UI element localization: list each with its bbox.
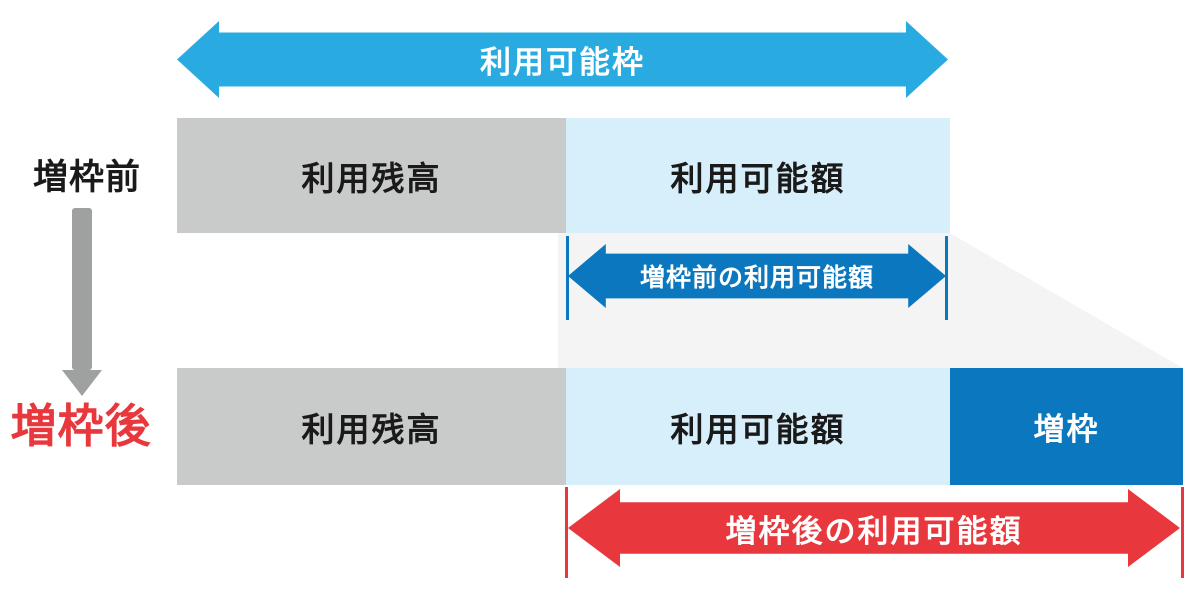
total-limit-arrow: 利用可能枠 bbox=[177, 21, 948, 98]
before-available-arrow-label: 増枠前の利用可能額 bbox=[639, 264, 874, 292]
before-marker-line-right bbox=[945, 236, 948, 320]
before-available-bar: 利用可能額 bbox=[566, 118, 950, 233]
after-marker-line-left bbox=[565, 487, 568, 578]
before-balance-label: 利用残高 bbox=[301, 159, 442, 197]
before-available-arrow: 増枠前の利用可能額 bbox=[568, 244, 946, 308]
after-marker-line-right bbox=[1181, 487, 1184, 578]
increase-bar-label: 増枠 bbox=[1033, 412, 1100, 447]
after-available-label: 利用可能額 bbox=[670, 410, 846, 448]
after-available-arrow: 増枠後の利用可能額 bbox=[568, 489, 1180, 567]
down-arrow-stalk bbox=[72, 208, 92, 370]
increase-bar: 増枠 bbox=[950, 368, 1183, 485]
before-marker-line-left bbox=[566, 236, 569, 320]
after-available-arrow-label: 増枠後の利用可能額 bbox=[725, 513, 1023, 549]
after-available-bar: 利用可能額 bbox=[566, 368, 950, 485]
expansion-wedge bbox=[558, 233, 1183, 368]
total-limit-arrow-label: 利用可能枠 bbox=[480, 45, 645, 80]
after-balance-label: 利用残高 bbox=[301, 410, 442, 448]
before-balance-bar: 利用残高 bbox=[177, 118, 566, 233]
before-row-label: 増枠前 bbox=[32, 157, 141, 197]
after-balance-bar: 利用残高 bbox=[177, 368, 566, 485]
after-row-label: 増枠後 bbox=[10, 400, 152, 452]
before-available-label: 利用可能額 bbox=[670, 159, 846, 197]
